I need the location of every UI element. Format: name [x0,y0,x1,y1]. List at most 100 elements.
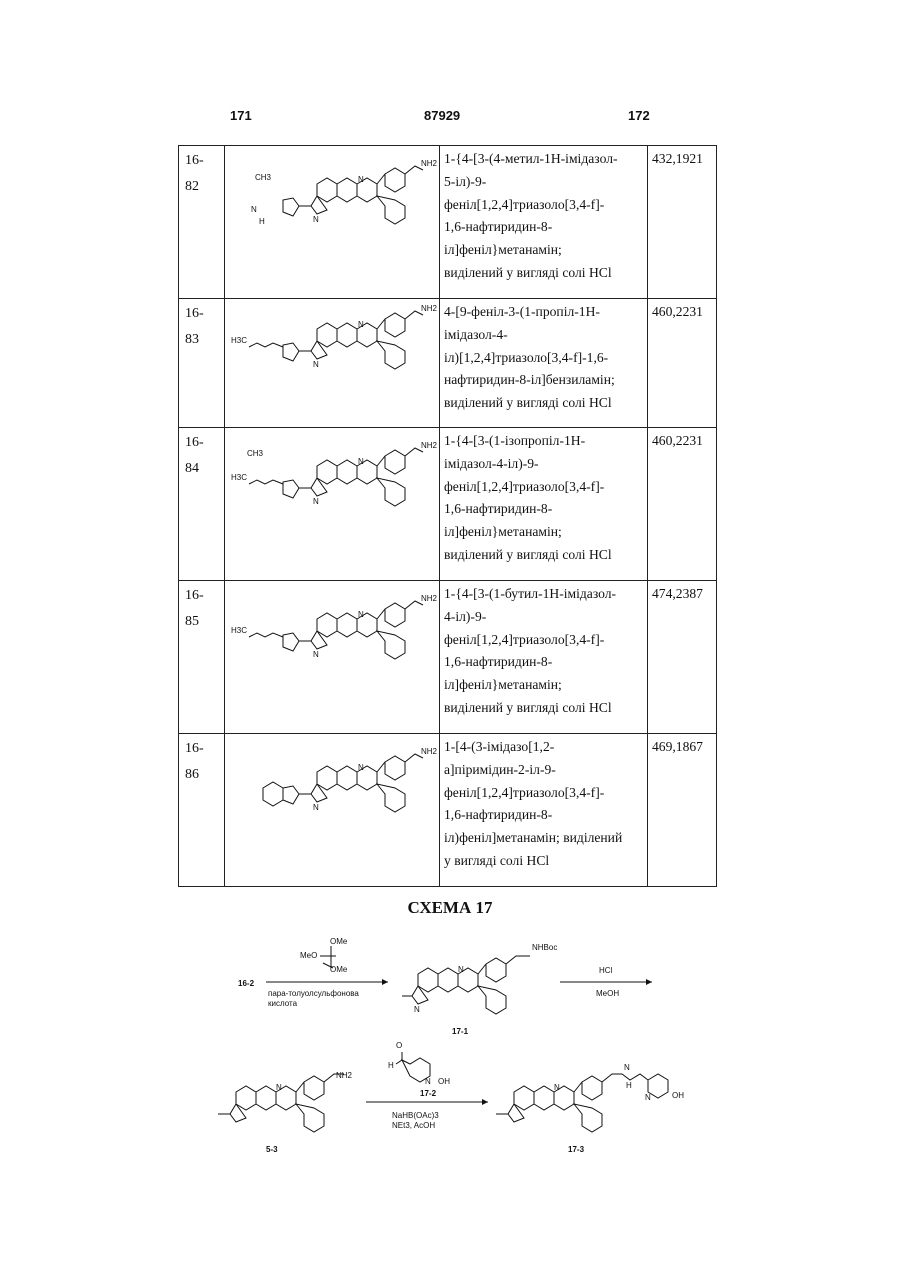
compound-name-line: іл]феніл}метанамін; [444,674,647,697]
compound-5-3-label: 5-3 [266,1145,278,1154]
compound-number-part: 16- [185,736,224,762]
compound-name-line: 1,6-нафтиридин-8- [444,498,647,521]
compound-name-line: іл]феніл}метанамін; [444,521,647,544]
svg-text:N: N [414,1005,420,1014]
compound-number-part: 83 [185,327,224,353]
orthoester-reagent: OMe MeO OMe [300,937,348,974]
compound-number: 16-83 [179,299,225,428]
compound-number-part: 84 [185,456,224,482]
compound-table: 16-82NH2CH3NHNN1-{4-[3-(4-метил-1Н-іміда… [178,145,717,887]
exact-mass: 474,2387 [648,581,717,734]
page-number-left: 171 [230,108,252,123]
compound-name-line: 1-{4-[3-(1-бутил-1Н-імідазол- [444,583,647,606]
amine-label-5-3: NH2 [336,1071,353,1080]
compound-17-1-structure: N N NHBoc [402,943,557,1014]
compound-name-line: феніл[1,2,4]триазоло[3,4-f]- [444,194,647,217]
compound-number: 16-84 [179,428,225,581]
compound-name-line: 4-[9-феніл-3-(1-пропіл-1Н- [444,301,647,324]
compound-17-1-label: 17-1 [452,1027,469,1036]
compound-name-line: іл]феніл}метанамін; [444,239,647,262]
step3-additives: NEt3, AcOH [392,1121,435,1130]
structure-label-sub: H3C [231,473,247,482]
step2-reagent: HCl [599,966,613,975]
svg-text:N: N [645,1093,651,1102]
svg-text:N: N [458,965,464,974]
compound-name-line: 1,6-нафтиридин-8- [444,216,647,239]
step3-reagent: NaHB(OAc)3 [392,1111,439,1120]
svg-text:N: N [358,763,364,772]
structure-cell: NH2CH3NHNN [225,146,440,299]
svg-text:H: H [626,1081,632,1090]
compound-name-line: виділений у вигляді солі HCl [444,392,647,415]
svg-text:N: N [358,457,364,466]
svg-text:N: N [313,360,319,369]
compound-name: 4-[9-феніл-3-(1-пропіл-1Н-імідазол-4-іл)… [440,299,648,428]
linker-nh-label: N [624,1063,630,1072]
structure-label-sub: H3C [231,336,247,345]
compound-name-line: у вигляді солі HCl [444,850,647,873]
compound-name-line: виділений у вигляді солі HCl [444,697,647,720]
compound-number-part: 82 [185,174,224,200]
structure-label-sub: CH3 [255,173,272,182]
compound-name-line: 1,6-нафтиридин-8- [444,804,647,827]
compound-name-line: іл)[1,2,4]триазоло[3,4-f]-1,6- [444,347,647,370]
compound-number: 16-85 [179,581,225,734]
compound-number-part: 85 [185,609,224,635]
structure-cell: NH2H3CNN [225,299,440,428]
compound-number-part: 16- [185,148,224,174]
page-number-right: 172 [628,108,650,123]
step2-solvent: MeOH [596,989,619,998]
svg-text:OH: OH [672,1091,684,1100]
compound-name-line: феніл[1,2,4]триазоло[3,4-f]- [444,629,647,652]
compound-number-part: 16- [185,301,224,327]
svg-text:N: N [313,497,319,506]
structure-drawing: NH2H3CNN [225,581,439,732]
compound-name-line: 5-іл)-9- [444,171,647,194]
nhboc-label: NHBoc [532,943,557,952]
svg-text:N: N [358,610,364,619]
svg-text:OH: OH [438,1077,450,1086]
svg-text:N: N [313,803,319,812]
table-row: 16-83NH2H3CNN4-[9-феніл-3-(1-пропіл-1Н-і… [179,299,717,428]
table-row: 16-82NH2CH3NHNN1-{4-[3-(4-метил-1Н-іміда… [179,146,717,299]
structure-label-nh: N [251,205,257,214]
compound-name-line: іл)феніл]метанамін; виділений [444,827,647,850]
svg-text:N: N [425,1077,431,1086]
start-compound-label: 16-2 [238,979,255,988]
exact-mass: 460,2231 [648,299,717,428]
compound-name-line: 1-{4-[3-(4-метил-1Н-імідазол- [444,148,647,171]
structure-drawing: NH2CH3NHNN [225,146,439,297]
svg-text:N: N [358,320,364,329]
svg-text:N: N [313,650,319,659]
compound-name-line: нафтиридин-8-іл]бензиламін; [444,369,647,392]
catalyst-line-2: кислота [268,999,298,1008]
compound-name-line: імідазол-4-іл)-9- [444,453,647,476]
compound-name-line: виділений у вигляді солі HCl [444,262,647,285]
structure-drawing: NH2H3CNN [225,299,439,426]
compound-name: 1-{4-[3-(1-бутил-1Н-імідазол-4-іл)-9-фен… [440,581,648,734]
structure-cell: NH2H3CCH3NN [225,428,440,581]
structure-label-h: H [259,217,265,226]
compound-17-3-label: 17-3 [568,1145,585,1154]
compound-name-line: феніл[1,2,4]триазоло[3,4-f]- [444,476,647,499]
structure-label-amine: NH2 [421,159,438,168]
compound-name: 1-{4-[3-(4-метил-1Н-імідазол-5-іл)-9-фен… [440,146,648,299]
exact-mass: 460,2231 [648,428,717,581]
compound-number: 16-86 [179,734,225,887]
svg-text:N: N [554,1083,560,1092]
structure-cell: NH2N N [225,734,440,887]
structure-label-sub: H3C [231,626,247,635]
structure-cell: NH2H3CNN [225,581,440,734]
structure-label-amine: NH2 [421,747,438,756]
reaction-scheme: OMe MeO OMe 16-2 пара-толуолсульфонова к… [0,930,900,1170]
compound-number-part: 86 [185,762,224,788]
reagent-ome-bottom: OMe [330,965,348,974]
svg-text:N: N [313,215,319,224]
structure-drawing: NH2H3CCH3NN [225,428,439,579]
compound-name-line: виділений у вигляді солі HCl [444,544,647,567]
reagent-ome-top: OMe [330,937,348,946]
compound-number-part: 16- [185,430,224,456]
compound-name-line: імідазол-4- [444,324,647,347]
catalyst-line-1: пара-толуолсульфонова [268,989,359,998]
compound-name: 1-[4-(3-імідазо[1,2-а]піримідин-2-іл-9-ф… [440,734,648,887]
